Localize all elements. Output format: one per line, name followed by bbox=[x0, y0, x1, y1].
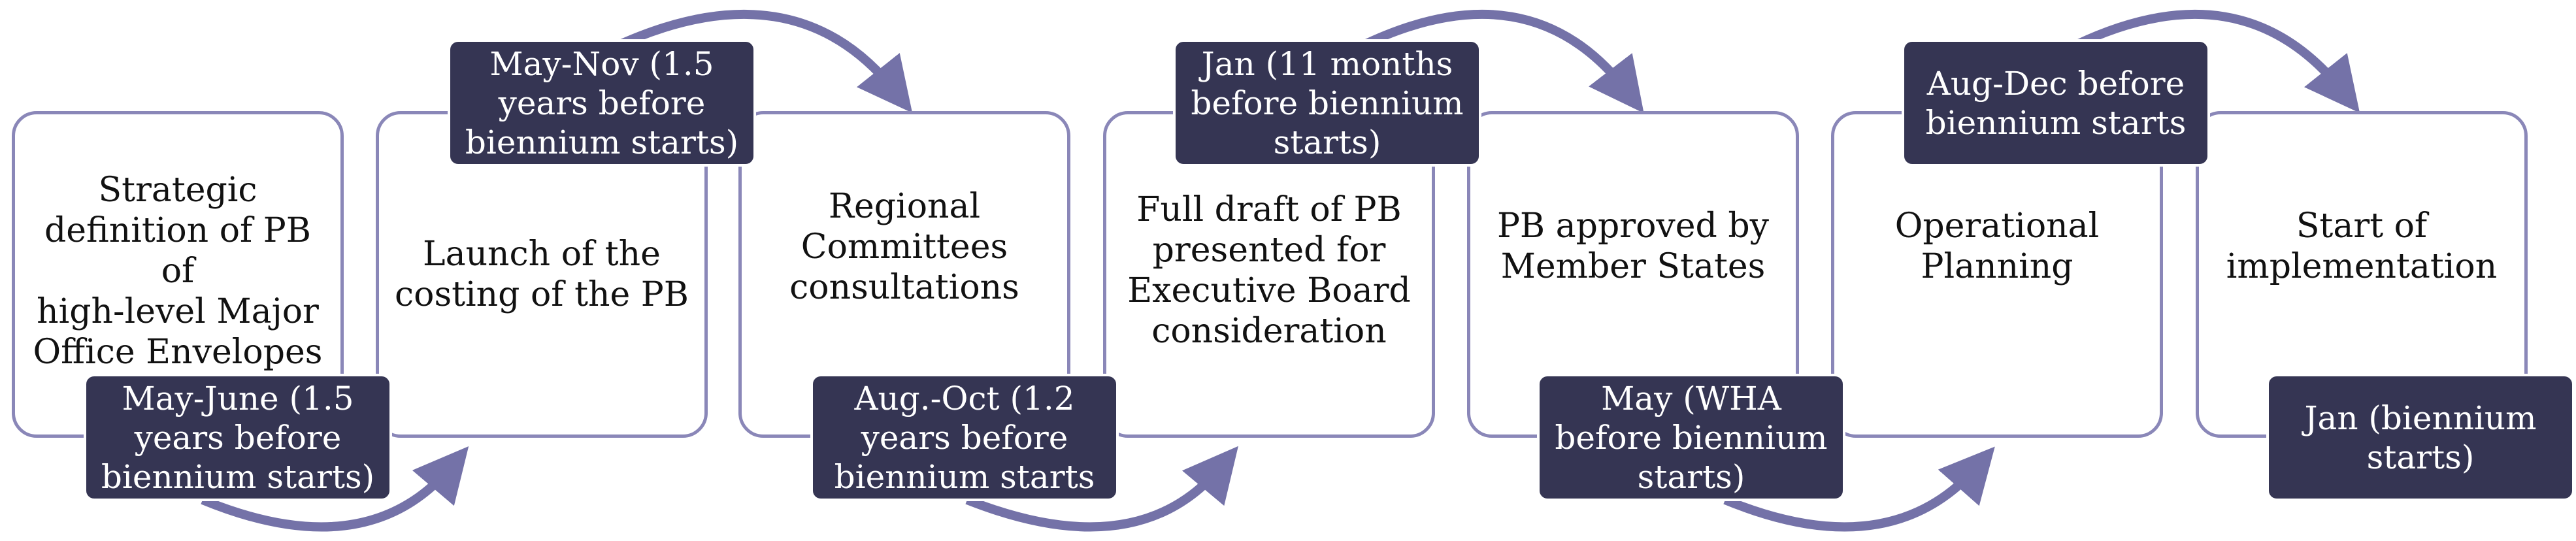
step-text: Strategic definition of PB of high-level… bbox=[33, 171, 323, 372]
timing-label-step-3: Aug.-Oct (1.2 years before biennium star… bbox=[810, 374, 1119, 501]
timing-label-step-4: Jan (11 months before biennium starts) bbox=[1173, 39, 1481, 167]
timing-label-step-6: Aug-Dec before biennium starts bbox=[1902, 39, 2210, 167]
step-text: Regional Committees consultations bbox=[789, 187, 1019, 307]
arrow-step6-to-step7 bbox=[2069, 9, 2360, 113]
step-box-operational-planning: Operational Planning bbox=[1831, 111, 2163, 438]
timing-label-step-7: Jan (biennium starts) bbox=[2266, 374, 2575, 501]
arrow-step5-to-step6 bbox=[1723, 446, 1995, 532]
step-text: Full draft of PB presented for Executive… bbox=[1127, 190, 1411, 351]
step-text: Launch of the costing of the PB bbox=[395, 235, 689, 314]
arrow-step3-to-step4 bbox=[965, 446, 1238, 532]
arrow-step4-to-step5 bbox=[1357, 9, 1644, 114]
step-text: Start of implementation bbox=[2226, 206, 2498, 286]
arrow-step2-to-step3 bbox=[612, 9, 913, 113]
timing-label-step-1: May-June (1.5 years before biennium star… bbox=[84, 374, 392, 501]
timing-label-step-5: May (WHA before biennium starts) bbox=[1537, 374, 1845, 501]
step-text: Operational Planning bbox=[1894, 206, 2100, 286]
step-box-pb-approved: PB approved by Member States bbox=[1467, 111, 1799, 438]
arrow-step1-to-step2 bbox=[201, 446, 469, 532]
timing-label-step-2: May-Nov (1.5 years before biennium start… bbox=[448, 39, 756, 167]
step-text: PB approved by Member States bbox=[1496, 206, 1770, 286]
